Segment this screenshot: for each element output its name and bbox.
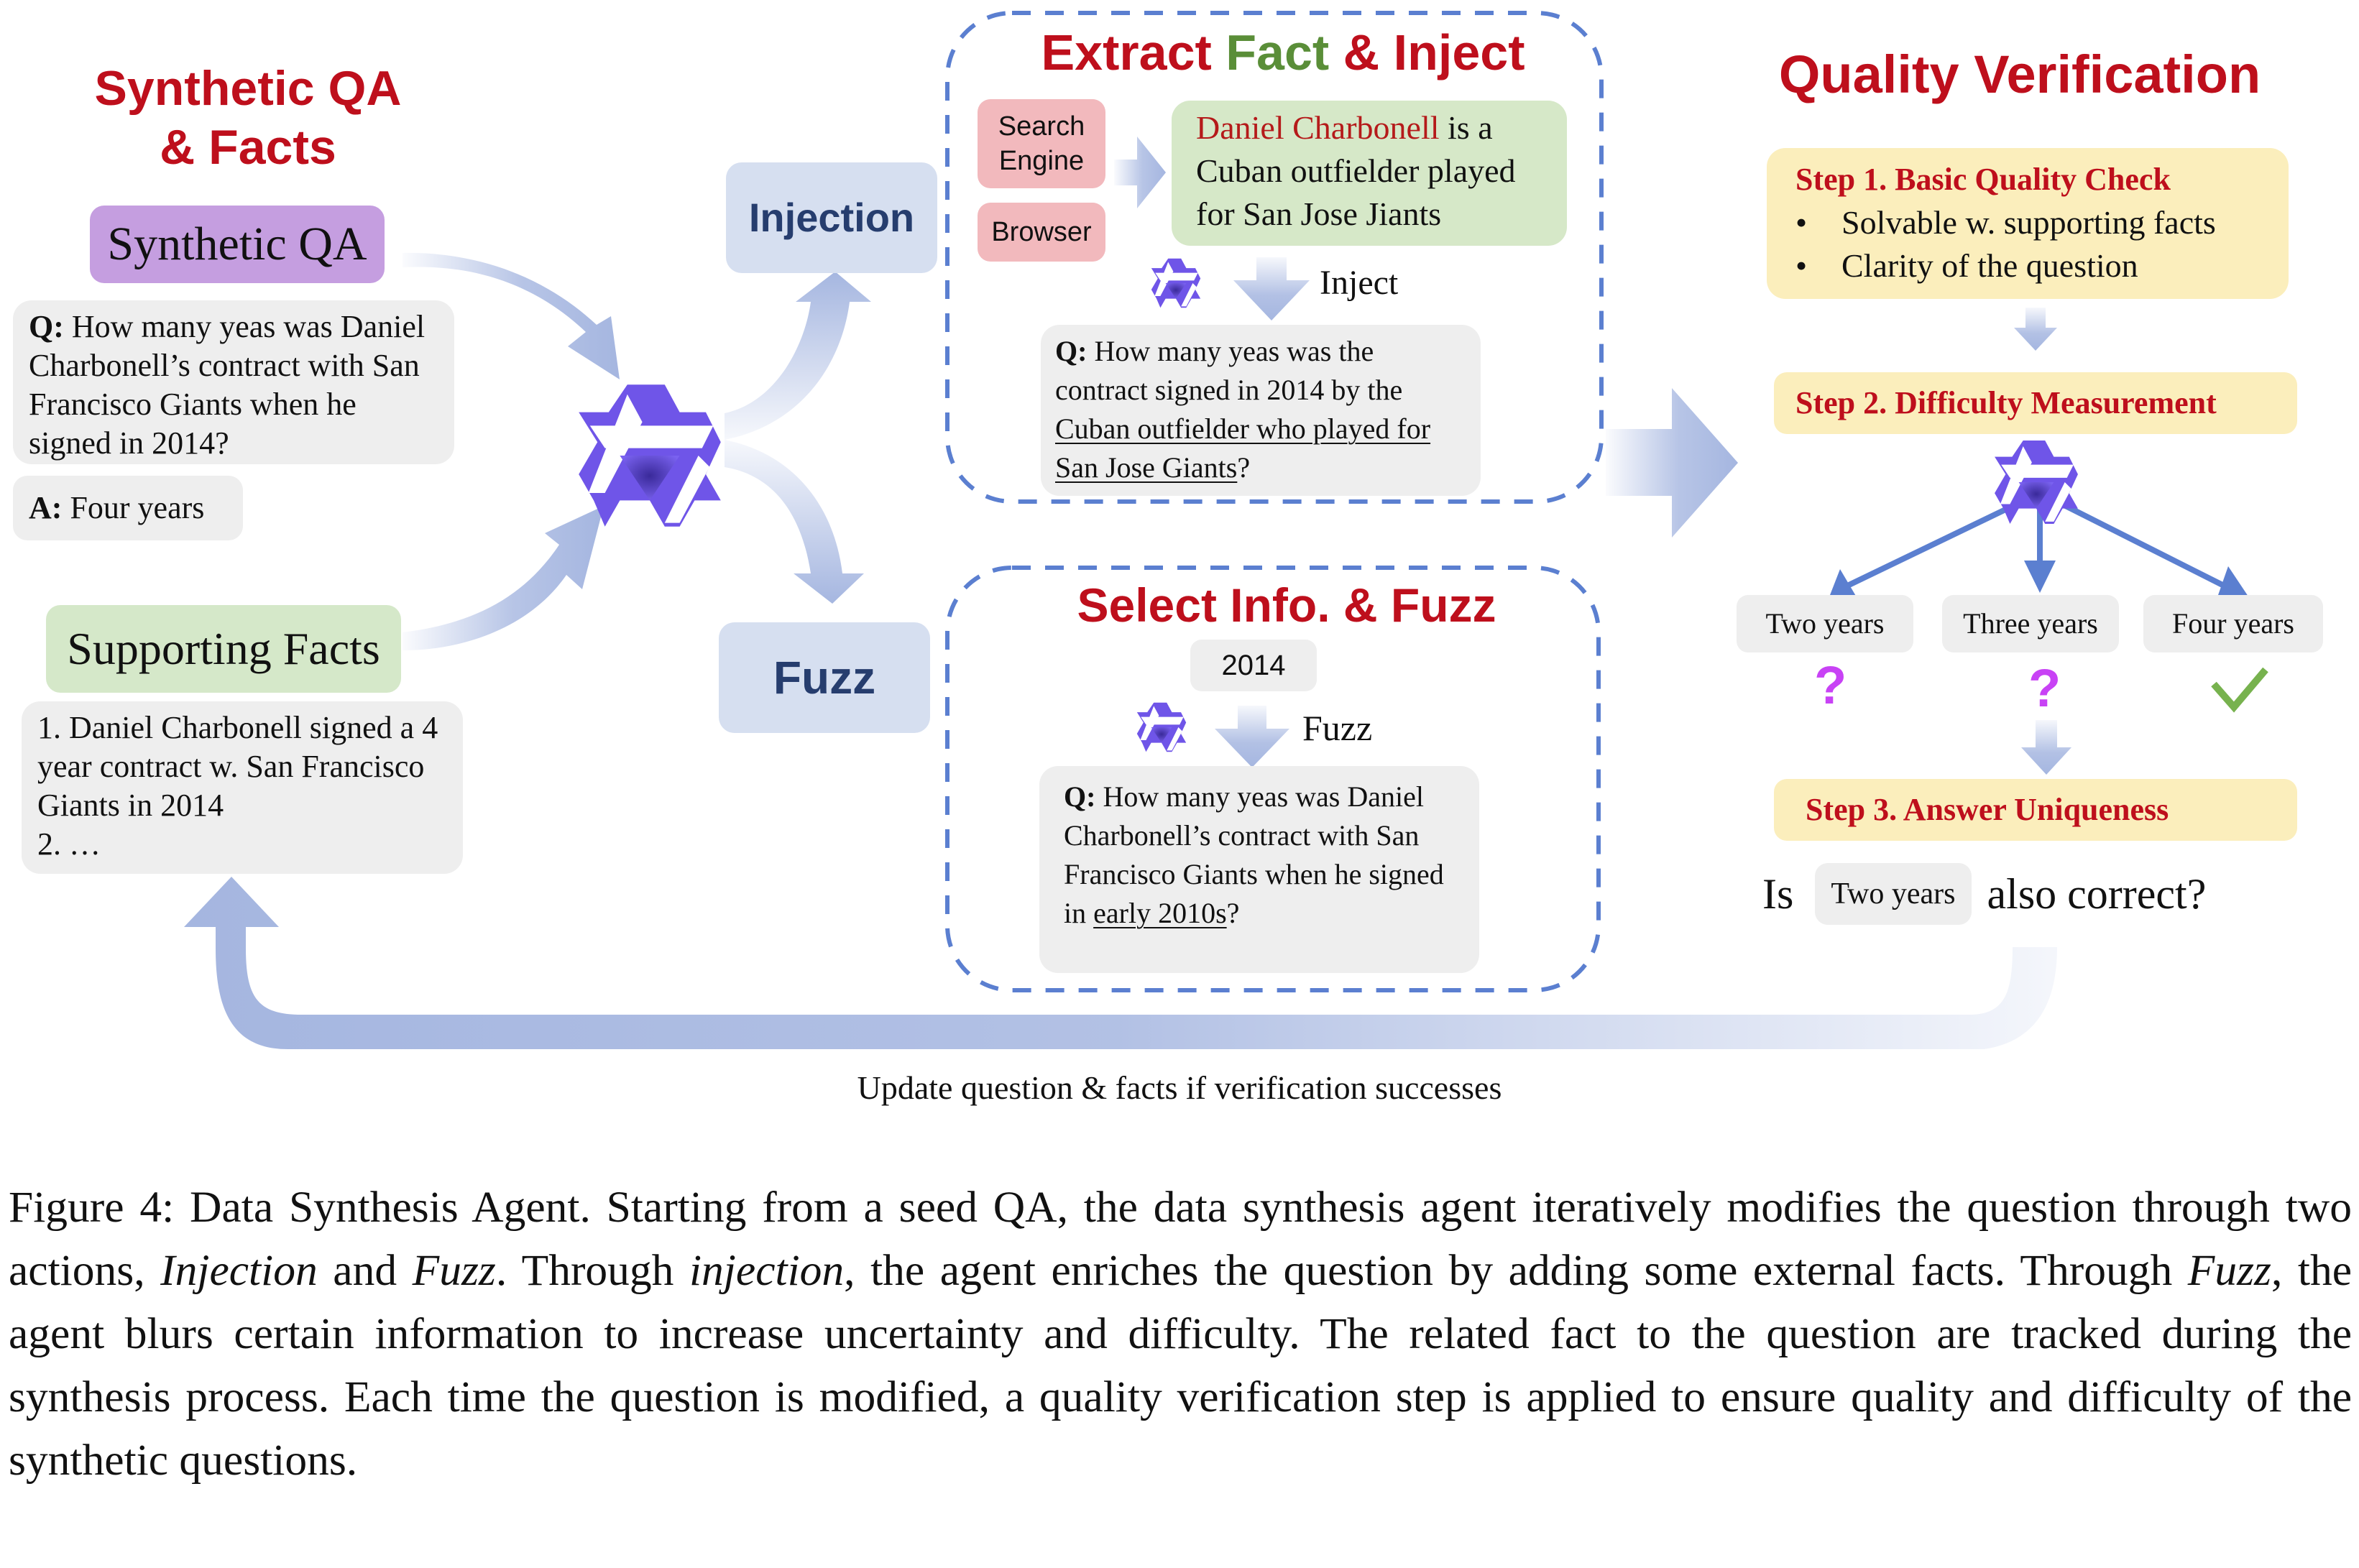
left-title-line1: Synthetic QA: [94, 61, 402, 116]
candidate-answer: Four years: [2143, 595, 2323, 652]
loop-label: Update question & facts if verification …: [857, 1069, 1502, 1106]
injected-question-box: Q: How many yeas was the contract signed…: [1041, 325, 1481, 496]
step1-bullet: •Solvable w. supporting facts: [1795, 201, 2260, 244]
candidate-answer: Two years: [1737, 595, 1913, 652]
fact-item: 2. …: [37, 826, 101, 862]
step2-box: Step 2. Difficulty Measurement: [1774, 372, 2297, 434]
arrow-qa-to-agent: [403, 252, 620, 379]
caption-italic: Injection: [160, 1246, 318, 1295]
caption-text: and: [317, 1246, 413, 1295]
extract-title-part1: Extract: [1041, 24, 1212, 80]
arrow-fuzz-down: [1215, 706, 1289, 767]
step1-bullet-text: Clarity of the question: [1841, 247, 2138, 284]
fuzz-panel-title: Select Info. & Fuzz: [1077, 578, 1496, 632]
check-icon: [2211, 667, 2268, 713]
figure-caption: Figure 4: Data Synthesis Agent. Starting…: [9, 1176, 2352, 1492]
candidate-answer: Three years: [1942, 595, 2119, 652]
seed-question-text: How many yeas was Daniel Charbonell’s co…: [29, 309, 426, 461]
caption-text: , the agent enriches the question by add…: [844, 1246, 2188, 1295]
left-title-line2: & Facts: [160, 120, 336, 175]
synthetic-qa-label: Synthetic QA: [90, 206, 385, 283]
question-end: ?: [1226, 897, 1240, 929]
extract-panel-border: [945, 11, 1604, 504]
caption-text: Figure 4: Data Synthesis Agent. Starting…: [9, 1183, 2352, 1295]
question-prefix: Q:: [1064, 780, 1096, 813]
step1-box: Step 1. Basic Quality Check •Solvable w.…: [1767, 148, 2289, 299]
agent-logo-icon-main: [579, 384, 721, 527]
loop-back-arrow: [184, 877, 2057, 1049]
browser-tool: Browser: [978, 203, 1105, 262]
fuzz-action-box: Fuzz: [719, 622, 930, 733]
fuzzed-question-text: How many yeas was Daniel Charbonell’s co…: [1064, 780, 1444, 929]
injected-question-text: How many yeas was the contract signed in…: [1055, 335, 1403, 406]
caption-text: . Through: [495, 1246, 689, 1295]
caption-italic: injection: [689, 1246, 845, 1295]
fact-item: 1. Daniel Charbonell signed a 4 year con…: [37, 710, 438, 823]
arrow-inject-down: [1233, 257, 1310, 320]
arrow-agent-to-injection: [725, 272, 871, 440]
fuzzed-phrase: early 2010s: [1093, 897, 1227, 929]
uniqueness-suffix: also correct?: [1987, 870, 2207, 918]
question-mark-icon: ?: [2028, 658, 2061, 718]
agent-logo-icon-fuzz: [1136, 702, 1187, 752]
step1-title: Step 1. Basic Quality Check: [1795, 162, 2171, 197]
extract-title-part3: & Inject: [1343, 24, 1525, 80]
step3-box: Step 3. Answer Uniqueness: [1774, 779, 2297, 841]
question-mark-icon: ?: [1814, 655, 1847, 715]
question-prefix: Q:: [29, 309, 64, 344]
question-prefix: Q:: [1055, 335, 1087, 367]
extract-panel-title: Extract Fact & Inject: [949, 20, 1617, 85]
uniqueness-question: Is Two years also correct?: [1762, 859, 2206, 928]
answer-prefix: A:: [29, 490, 63, 525]
uniqueness-candidate-chip: Two years: [1815, 863, 1972, 925]
fuzz-panel-border: [945, 566, 1601, 992]
uniqueness-prefix: Is: [1762, 870, 1794, 918]
step1-bullet-text: Solvable w. supporting facts: [1841, 204, 2216, 241]
arrow-to-quality: [1606, 388, 1738, 538]
extracted-fact-box: Daniel Charbonell is a Cuban outfielder …: [1172, 101, 1567, 246]
fuzz-step-label: Fuzz: [1302, 708, 1373, 748]
inject-step-label: Inject: [1320, 264, 1399, 302]
supporting-facts-box: 1. Daniel Charbonell signed a 4 year con…: [22, 701, 463, 874]
caption-italic: Fuzz: [412, 1246, 496, 1295]
fuzzed-question-box: Q: How many yeas was Daniel Charbonell’s…: [1039, 766, 1479, 973]
arrow-to-step3: [2021, 720, 2071, 775]
seed-answer-text: Four years: [70, 490, 205, 525]
arrow-facts-to-agent: [403, 506, 604, 650]
arrow-tools-to-fact: [1114, 137, 1166, 208]
left-panel-title: Synthetic QA & Facts: [43, 59, 453, 177]
quality-panel-title: Quality Verification: [1778, 45, 2261, 104]
arrow-step1-to-step2: [2014, 308, 2057, 351]
supporting-facts-label: Supporting Facts: [46, 605, 401, 693]
agent-logo-icon-inject: [1151, 258, 1201, 308]
fact-entity: Daniel Charbonell: [1196, 109, 1440, 146]
caption-text: , the agent blurs certain information to…: [9, 1246, 2353, 1485]
injected-phrase: Cuban outfielder who played for San Jose…: [1055, 412, 1431, 484]
injection-action-box: Injection: [726, 162, 937, 273]
caption-italic: Fuzz: [2187, 1246, 2271, 1295]
seed-question-box: Q: How many yeas was Daniel Charbonell’s…: [13, 300, 454, 464]
fact-text: is a Cuban outfielder played for San Jos…: [1196, 109, 1516, 232]
selected-info-box: 2014: [1190, 640, 1317, 691]
search-engine-tool: Search Engine: [978, 99, 1105, 188]
question-end: ?: [1237, 451, 1251, 484]
arrow-agent-to-fuzz: [725, 440, 864, 604]
seed-answer-box: A: Four years: [13, 476, 243, 540]
agent-logo-icon-quality: [1995, 441, 2078, 524]
step1-bullet: •Clarity of the question: [1795, 244, 2260, 287]
extract-title-part2: Fact: [1226, 24, 1330, 80]
